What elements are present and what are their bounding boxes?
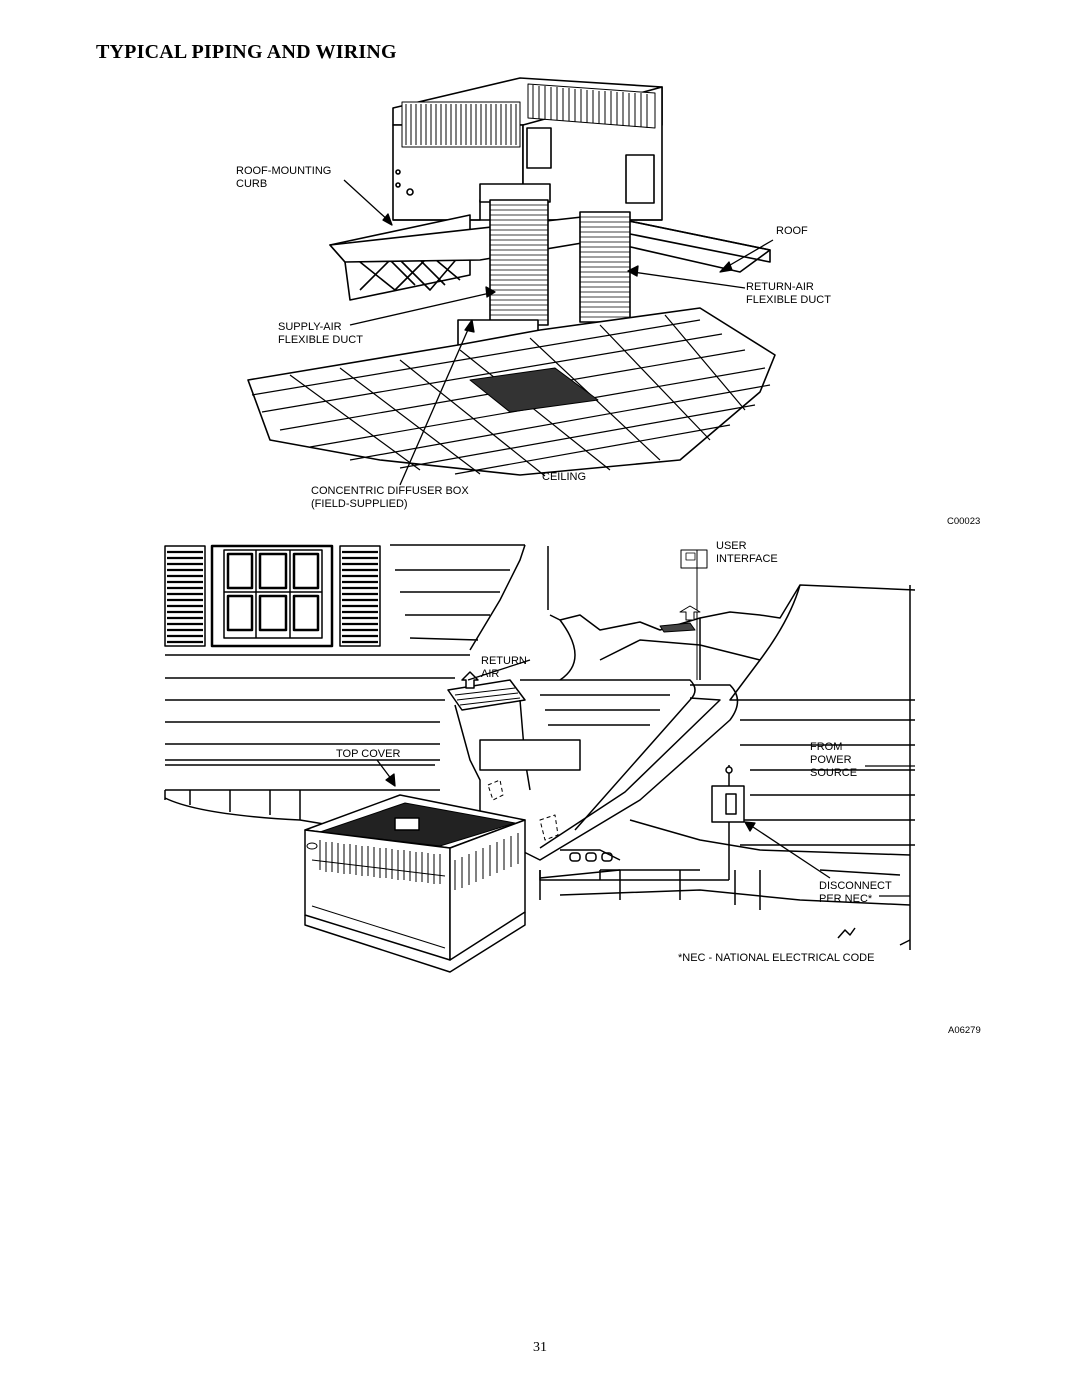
label-disconnect: DISCONNECT PER NEC* — [819, 880, 892, 905]
label-supply-air-duct: SUPPLY-AIR FLEXIBLE DUCT — [278, 321, 363, 346]
figure2-code: A06279 — [948, 1025, 981, 1036]
duct-run — [519, 684, 739, 861]
leader-lines-fig1 — [343, 179, 774, 486]
leader-lines-fig2 — [376, 659, 915, 897]
user-interface-device — [680, 549, 708, 569]
label-roof: ROOF — [776, 225, 808, 237]
house-siding — [165, 544, 549, 766]
window — [210, 544, 334, 648]
label-return-air: RETURN AIR — [481, 655, 527, 680]
disconnect-switch-box — [711, 765, 745, 880]
label-diffuser-box: CONCENTRIC DIFFUSER BOX (FIELD-SUPPLIED) — [311, 485, 469, 510]
label-from-power-source: FROM POWER SOURCE — [810, 741, 858, 779]
figure1-code: C00023 — [947, 516, 981, 527]
return-air-duct — [579, 211, 631, 323]
label-roof-mounting-curb: ROOF-MOUNTING CURB — [236, 165, 332, 190]
return-grille — [469, 367, 599, 413]
packaged-unit — [304, 794, 526, 973]
label-top-cover: TOP COVER — [336, 748, 401, 760]
unit-louvers — [401, 83, 656, 148]
label-user-interface: USER INTERFACE — [716, 540, 778, 565]
supply-air-duct — [489, 199, 549, 326]
page-title: TYPICAL PIPING AND WIRING — [96, 41, 397, 63]
label-return-air-duct: RETURN-AIR FLEXIBLE DUCT — [746, 281, 831, 306]
footnote-nec: *NEC - NATIONAL ELECTRICAL CODE — [678, 952, 875, 964]
page-number: 31 — [533, 1340, 547, 1355]
label-ceiling: CEILING — [542, 471, 587, 483]
